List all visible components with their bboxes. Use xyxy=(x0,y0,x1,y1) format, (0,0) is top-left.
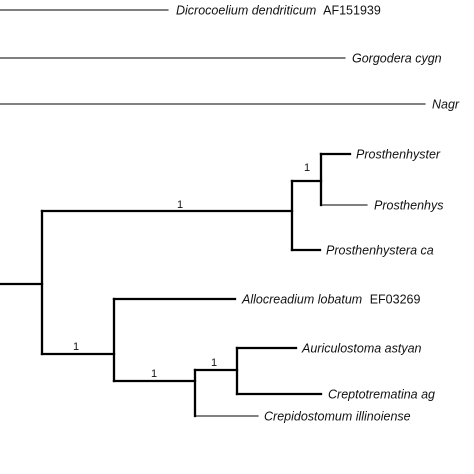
taxon-accession: AF151939 xyxy=(323,4,381,18)
taxon-label-dicrocoelium: Dicrocoelium dendriticum AF151939 xyxy=(176,4,381,18)
taxon-label-allocreadium: Allocreadium lobatum EF03269 xyxy=(241,293,420,307)
taxon-species: Creptotrematina ag xyxy=(328,388,435,402)
support-value-prosthenhystera-inner: 1 xyxy=(304,162,310,174)
support-value-inner-clade: 1 xyxy=(151,368,157,380)
taxon-species: Prosthenhyster xyxy=(356,148,441,162)
taxon-accession: EF03269 xyxy=(370,293,421,307)
taxon-label-nagr: Nagr xyxy=(432,98,460,112)
taxon-species: Crepidostomum illinoiense xyxy=(264,410,411,424)
taxon-species: Prosthenhys xyxy=(374,199,443,213)
taxon-label-auriculostoma: Auriculostoma astyan xyxy=(301,342,422,356)
support-value-allocreadiid-clade: 1 xyxy=(73,341,79,353)
taxon-label-creptotrematina: Creptotrematina ag xyxy=(328,388,435,402)
taxon-label-prosthenhys: Prosthenhys xyxy=(374,199,443,213)
taxon-label-prosthenhyster: Prosthenhyster xyxy=(356,148,441,162)
taxon-species: Prosthenhystera ca xyxy=(326,244,434,258)
taxon-species: Dicrocoelium dendriticum xyxy=(176,4,316,18)
taxon-species: Gorgodera cygn xyxy=(352,52,442,66)
support-value-aur-cre-clade: 1 xyxy=(211,357,217,369)
taxon-label-prosthenhystera-ca: Prosthenhystera ca xyxy=(326,244,434,258)
taxon-species: Allocreadium lobatum xyxy=(241,293,362,307)
taxon-species: Nagr xyxy=(432,98,460,112)
taxon-label-crepidostomum: Crepidostomum illinoiense xyxy=(264,410,411,424)
support-value-prosthenhystera-clade: 1 xyxy=(177,199,183,211)
taxon-label-gorgodera: Gorgodera cygn xyxy=(352,52,442,66)
taxon-species: Auriculostoma astyan xyxy=(301,342,422,356)
